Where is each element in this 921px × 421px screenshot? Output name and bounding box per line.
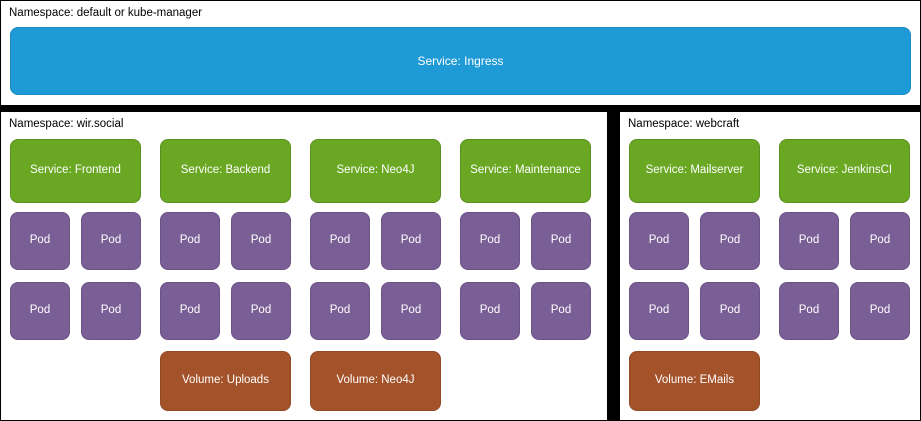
volume-node[interactable]: Volume: Neo4J bbox=[310, 351, 441, 411]
service-node[interactable]: Service: Neo4J bbox=[310, 139, 441, 203]
pod-node[interactable]: Pod bbox=[531, 282, 591, 340]
pod-node[interactable]: Pod bbox=[231, 212, 291, 270]
pod-node[interactable]: Pod bbox=[10, 212, 70, 270]
pod-node-label: Pod bbox=[869, 234, 891, 247]
pod-node-label: Pod bbox=[250, 234, 272, 247]
pod-node[interactable]: Pod bbox=[381, 282, 441, 340]
pod-node[interactable]: Pod bbox=[629, 282, 689, 340]
pod-node-label: Pod bbox=[798, 234, 820, 247]
pod-node-label: Pod bbox=[400, 304, 422, 317]
volume-node-label: Volume: Uploads bbox=[182, 374, 269, 387]
pod-node-label: Pod bbox=[100, 304, 122, 317]
pod-node[interactable]: Pod bbox=[160, 212, 220, 270]
pod-node[interactable]: Pod bbox=[310, 212, 370, 270]
service-node[interactable]: Service: Maintenance bbox=[460, 139, 591, 203]
pod-node[interactable]: Pod bbox=[310, 282, 370, 340]
service-node-label: Service: Neo4J bbox=[336, 164, 415, 177]
pod-node[interactable]: Pod bbox=[700, 282, 760, 340]
pod-node-label: Pod bbox=[648, 304, 670, 317]
pod-node-label: Pod bbox=[550, 234, 572, 247]
pod-node-label: Pod bbox=[479, 304, 501, 317]
volume-node-label: Volume: Neo4J bbox=[336, 374, 415, 387]
pod-node-label: Pod bbox=[29, 304, 51, 317]
pod-node-label: Pod bbox=[798, 304, 820, 317]
pod-node[interactable]: Pod bbox=[850, 282, 910, 340]
ingress-node[interactable]: Service: Ingress bbox=[10, 27, 911, 95]
pod-node[interactable]: Pod bbox=[81, 212, 141, 270]
pod-node[interactable]: Pod bbox=[629, 212, 689, 270]
service-node-label: Service: Mailserver bbox=[645, 164, 744, 177]
volume-node[interactable]: Volume: EMails bbox=[629, 351, 760, 411]
pod-node-label: Pod bbox=[869, 304, 891, 317]
pod-node[interactable]: Pod bbox=[10, 282, 70, 340]
pod-node[interactable]: Pod bbox=[531, 212, 591, 270]
pod-node-label: Pod bbox=[179, 304, 201, 317]
service-node[interactable]: Service: Frontend bbox=[10, 139, 141, 203]
service-node-label: Service: Maintenance bbox=[470, 164, 581, 177]
volume-node[interactable]: Volume: Uploads bbox=[160, 351, 291, 411]
service-node[interactable]: Service: Mailserver bbox=[629, 139, 760, 203]
pod-node-label: Pod bbox=[648, 234, 670, 247]
pod-node[interactable]: Pod bbox=[160, 282, 220, 340]
pod-node-label: Pod bbox=[400, 234, 422, 247]
volume-node-label: Volume: EMails bbox=[654, 374, 735, 387]
pod-node-label: Pod bbox=[479, 234, 501, 247]
pod-node-label: Pod bbox=[250, 304, 272, 317]
namespace-label: Namespace: webcraft bbox=[628, 118, 740, 130]
pod-node-label: Pod bbox=[719, 234, 741, 247]
service-node[interactable]: Service: JenkinsCI bbox=[779, 139, 910, 203]
pod-node[interactable]: Pod bbox=[850, 212, 910, 270]
service-node-label: Service: Frontend bbox=[30, 164, 121, 177]
pod-node[interactable]: Pod bbox=[700, 212, 760, 270]
pod-node-label: Pod bbox=[179, 234, 201, 247]
namespace-label: Namespace: default or kube-manager bbox=[9, 7, 203, 19]
pod-node[interactable]: Pod bbox=[381, 212, 441, 270]
pod-node-label: Pod bbox=[329, 304, 351, 317]
pod-node-label: Pod bbox=[100, 234, 122, 247]
namespace-label: Namespace: wir.social bbox=[9, 118, 124, 130]
pod-node-label: Pod bbox=[29, 234, 51, 247]
pod-node[interactable]: Pod bbox=[81, 282, 141, 340]
ingress-node-label: Service: Ingress bbox=[417, 53, 504, 68]
pod-node[interactable]: Pod bbox=[460, 212, 520, 270]
service-node-label: Service: Backend bbox=[180, 164, 271, 177]
service-node[interactable]: Service: Backend bbox=[160, 139, 291, 203]
pod-node[interactable]: Pod bbox=[460, 282, 520, 340]
pod-node-label: Pod bbox=[719, 304, 741, 317]
service-node-label: Service: JenkinsCI bbox=[796, 164, 893, 177]
pod-node[interactable]: Pod bbox=[231, 282, 291, 340]
pod-node[interactable]: Pod bbox=[779, 282, 839, 340]
pod-node-label: Pod bbox=[550, 304, 572, 317]
pod-node[interactable]: Pod bbox=[779, 212, 839, 270]
pod-node-label: Pod bbox=[329, 234, 351, 247]
